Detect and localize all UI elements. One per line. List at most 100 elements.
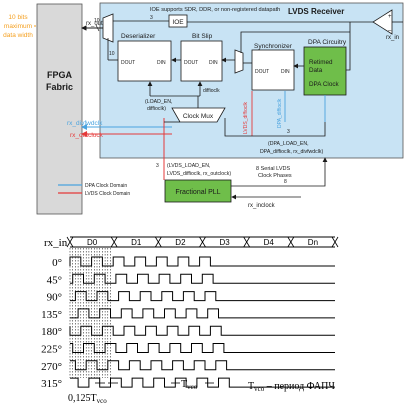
synchronizer-dout: DOUT: [255, 69, 269, 75]
tvco-legend-text: – период ФАПЧ: [264, 381, 335, 392]
rx-outclock-label: rx_outclock: [70, 132, 104, 139]
load-en-label-line-2: diffioclk): [147, 106, 166, 112]
phase-label-225: 225°: [41, 344, 62, 356]
step-label: 0,125Tvco: [68, 393, 107, 404]
data-width-note-line-1: 10 bits: [8, 14, 28, 21]
rx-divfwdclk-label: rx_divfwdclk: [67, 120, 103, 127]
phase-label-270: 270°: [41, 361, 62, 373]
deserializer-label: Deserializer: [121, 33, 156, 40]
phase-label-45: 45°: [47, 274, 62, 286]
deserializer-dout: DOUT: [121, 60, 135, 66]
rx-in-transition: [154, 236, 162, 248]
tvco-legend: Tvco – период ФАПЧ: [248, 381, 335, 393]
waveform-225deg: [70, 343, 335, 353]
legend-dpa-label: DPA Clock Domain: [85, 183, 127, 189]
rx-in-label: rx_in: [44, 237, 68, 249]
serial-lvds-line-2: Clock Phases: [258, 173, 292, 179]
period-annotations: 0,125Tvco Tvco Tvco – период ФАПЧ: [68, 379, 335, 404]
rx-in-transition: [331, 236, 339, 248]
bus-width-10-b: 10: [109, 51, 115, 57]
waveform-315deg: [70, 377, 335, 388]
serial-lvds-line-1: 8 Serial LVDS: [256, 166, 290, 172]
diffioclk-label: diffioclk: [203, 88, 220, 94]
tvco-legend-sub: vco: [254, 385, 265, 393]
rx-in-transition: [243, 236, 251, 248]
dpa-load-en-line-1: (DPA_LOAD_EN,: [268, 141, 309, 147]
bit-slip-din: DIN: [209, 60, 218, 66]
deserializer-block: [117, 40, 172, 82]
synchronizer-block: [251, 49, 295, 91]
data-width-note-line-2: maximum: [4, 23, 32, 30]
bus-width-3-mux: 3: [287, 129, 290, 135]
phase-label-135: 135°: [41, 309, 62, 321]
lvds-receiver-title: LVDS Receiver: [288, 7, 344, 16]
fpga-fabric-label-line-2: Fabric: [46, 82, 73, 92]
dpa-load-en-line-2: DPA_diffioclk, rx_divfwdclk): [260, 149, 324, 155]
rx-in-data-d2: D2: [175, 238, 186, 247]
legend-lvds-label: LVDS Clock Domain: [85, 191, 130, 197]
phase-waveforms: 0° 45° 90° 135° 180° 225° 270° 315°: [41, 248, 335, 390]
period-label: Tvco: [181, 379, 198, 391]
fpga-fabric-label-line-1: FPGA: [47, 70, 73, 80]
rx-inclock-label: rx_inclock: [248, 203, 276, 209]
deserializer-din: DIN: [157, 60, 166, 66]
bus-width-3-ioe: 3: [150, 15, 153, 21]
output-mux: [102, 13, 114, 43]
bus-width-10-a-tick: [95, 24, 100, 32]
load-en-label-line-1: (LOAD_EN,: [145, 99, 172, 105]
bus-width-10-a: 10: [94, 18, 100, 24]
synchronizer-mux: [234, 49, 244, 74]
waveform-90deg: [70, 291, 335, 302]
waveform-135deg: [70, 308, 335, 319]
rx-out-label: rx_out: [86, 21, 103, 27]
rx-in-transition: [199, 236, 206, 248]
rx-in-label: rx_in: [386, 35, 399, 41]
phase-label-315: 315°: [41, 378, 62, 390]
tvco-legend-main: T: [248, 381, 254, 392]
synchronizer-label: Synchronizer: [254, 43, 293, 50]
rx-in-data-d4: D4: [264, 238, 275, 247]
rx-in-transition: [110, 236, 118, 248]
rx-in-transition: [66, 236, 74, 248]
buffer-plus-sign: +: [388, 14, 392, 20]
phase-label-180: 180°: [41, 326, 62, 338]
clock-mux: [171, 107, 226, 123]
bus-width-3-pll: 3: [156, 163, 159, 169]
step-label-sub: vco: [97, 397, 108, 404]
synchronizer-din: DIN: [281, 69, 290, 75]
waveform-270deg: [70, 360, 335, 371]
waveform-180deg: [69, 325, 335, 336]
dpa-circuitry-label: DPA Circuitry: [308, 39, 347, 46]
fractional-pll-block: [164, 179, 232, 203]
bit-slip-dout: DOUT: [184, 60, 198, 66]
dpa-domain-route: [224, 118, 326, 137]
lvds-receiver-diagram: 10 bits maximum data width FPGA Fabric I…: [3, 2, 404, 215]
retimed-data-line-2: Data: [309, 67, 323, 74]
step-label-main: 0,125T: [68, 393, 97, 404]
data-width-note-line-3: data width: [3, 32, 33, 39]
bit-slip-block: [180, 40, 223, 82]
phase-label-0: 0°: [52, 257, 62, 269]
phase-label-90: 90°: [47, 292, 62, 304]
clock-mux-label: Clock Mux: [183, 113, 214, 120]
rx-in-data-d1: D1: [131, 238, 142, 247]
dpa-diffioclk-label: DPA_diffioclk: [277, 98, 283, 128]
bit-slip-label: Bit Slip: [192, 33, 213, 40]
ioe-label: IOE: [172, 19, 184, 26]
lvds-diffioclk-label: LVDS_diffioclk: [243, 101, 249, 134]
input-bypass-line: [240, 31, 350, 53]
retimed-data-line-1: Retimed: [309, 59, 333, 66]
period-label-main: T: [181, 379, 187, 390]
dpa-clock-label: DPA Clock: [309, 81, 339, 88]
waveform-45deg: [70, 273, 335, 284]
period-label-sub: vco: [187, 383, 198, 391]
ioe-caption: IOE supports SDR, DDR, or non-registered…: [150, 7, 280, 13]
lvds-load-en-line-2: LVDS_diffioclk, rx_outclock): [167, 171, 231, 177]
bus-width-8: 8: [284, 179, 287, 185]
lvds-load-en-line-1: (LVDS_LOAD_EN,: [167, 163, 210, 169]
rx-in-data-dn: Dn: [308, 238, 318, 247]
fpga-fabric-block: [36, 3, 83, 215]
